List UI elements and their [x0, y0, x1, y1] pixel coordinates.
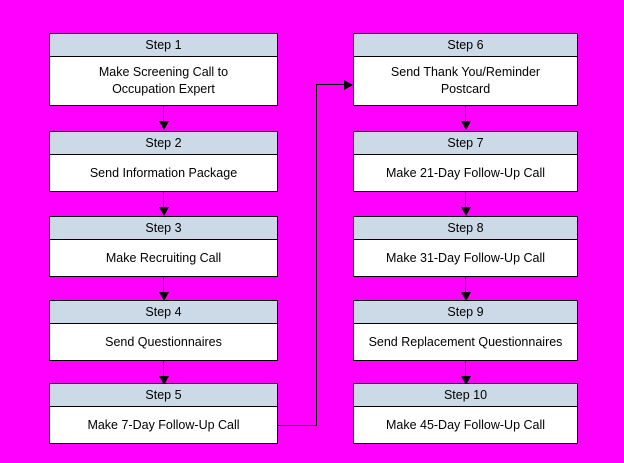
step-1-body: Make Screening Call to Occupation Expert — [98, 65, 229, 96]
step-9-header: Step 9 — [354, 301, 577, 324]
connector-step-3-to-step-4-line — [163, 277, 164, 294]
step-3-header: Step 3 — [50, 217, 277, 240]
step-1-header: Step 1 — [50, 34, 277, 57]
step-7-body: Make 21-Day Follow-Up Call — [385, 165, 546, 180]
flow-node-step-5[interactable]: Step 5 Make 7-Day Follow-Up Call — [49, 383, 278, 444]
connector-step-2-to-step-3-arrowhead — [159, 207, 169, 216]
step-9-body: Send Replacement Questionnaires — [368, 334, 563, 349]
connector-step-2-to-step-3-line — [163, 192, 164, 209]
flow-node-step-10[interactable]: Step 10 Make 45-Day Follow-Up Call — [353, 383, 578, 444]
connector-step-1-to-step-2-arrowhead — [159, 121, 169, 130]
flow-node-step-3[interactable]: Step 3 Make Recruiting Call — [49, 216, 278, 277]
connector-step-5-to-step-6-segment-bottom — [278, 425, 317, 426]
step-10-header: Step 10 — [354, 384, 577, 407]
step-3-body: Make Recruiting Call — [105, 250, 222, 265]
step-6-body: Send Thank You/Reminder Postcard — [390, 65, 541, 96]
flow-node-step-9[interactable]: Step 9 Send Replacement Questionnaires — [353, 300, 578, 361]
flow-node-step-1[interactable]: Step 1 Make Screening Call to Occupation… — [49, 33, 278, 106]
connector-step-8-to-step-9-line — [465, 277, 466, 294]
connector-step-7-to-step-8-arrowhead — [461, 207, 471, 216]
step-5-header: Step 5 — [50, 384, 277, 407]
step-8-header: Step 8 — [354, 217, 577, 240]
connector-step-7-to-step-8-line — [465, 192, 466, 209]
step-10-body: Make 45-Day Follow-Up Call — [385, 417, 546, 432]
flow-node-step-4[interactable]: Step 4 Send Questionnaires — [49, 300, 278, 361]
step-4-header: Step 4 — [50, 301, 277, 324]
flow-node-step-7[interactable]: Step 7 Make 21-Day Follow-Up Call — [353, 131, 578, 192]
connector-step-3-to-step-4-arrowhead — [159, 292, 169, 301]
connector-step-8-to-step-9-arrowhead — [461, 292, 471, 301]
flow-node-step-6[interactable]: Step 6 Send Thank You/Reminder Postcard — [353, 33, 578, 106]
connector-step-6-to-step-7-line — [465, 106, 466, 123]
connector-step-9-to-step-10-arrowhead — [461, 376, 471, 385]
connector-step-9-to-step-10-line — [465, 361, 466, 378]
step-8-body: Make 31-Day Follow-Up Call — [385, 250, 546, 265]
connector-step-4-to-step-5-line — [163, 361, 164, 378]
connector-step-4-to-step-5-arrowhead — [159, 376, 169, 385]
step-5-body: Make 7-Day Follow-Up Call — [87, 417, 240, 432]
connector-step-5-to-step-6-segment-top — [316, 84, 345, 85]
step-6-header: Step 6 — [354, 34, 577, 57]
step-4-body: Send Questionnaires — [105, 334, 222, 349]
connector-step-6-to-step-7-arrowhead — [461, 121, 471, 130]
flow-node-step-8[interactable]: Step 8 Make 31-Day Follow-Up Call — [353, 216, 578, 277]
connector-step-1-to-step-2-line — [163, 106, 164, 123]
flow-node-step-2[interactable]: Step 2 Send Information Package — [49, 131, 278, 192]
step-2-body: Send Information Package — [89, 165, 238, 180]
connector-step-5-to-step-6-arrowhead — [344, 80, 353, 90]
connector-step-5-to-step-6-segment-vertical — [316, 84, 317, 426]
step-2-header: Step 2 — [50, 132, 277, 155]
step-7-header: Step 7 — [354, 132, 577, 155]
